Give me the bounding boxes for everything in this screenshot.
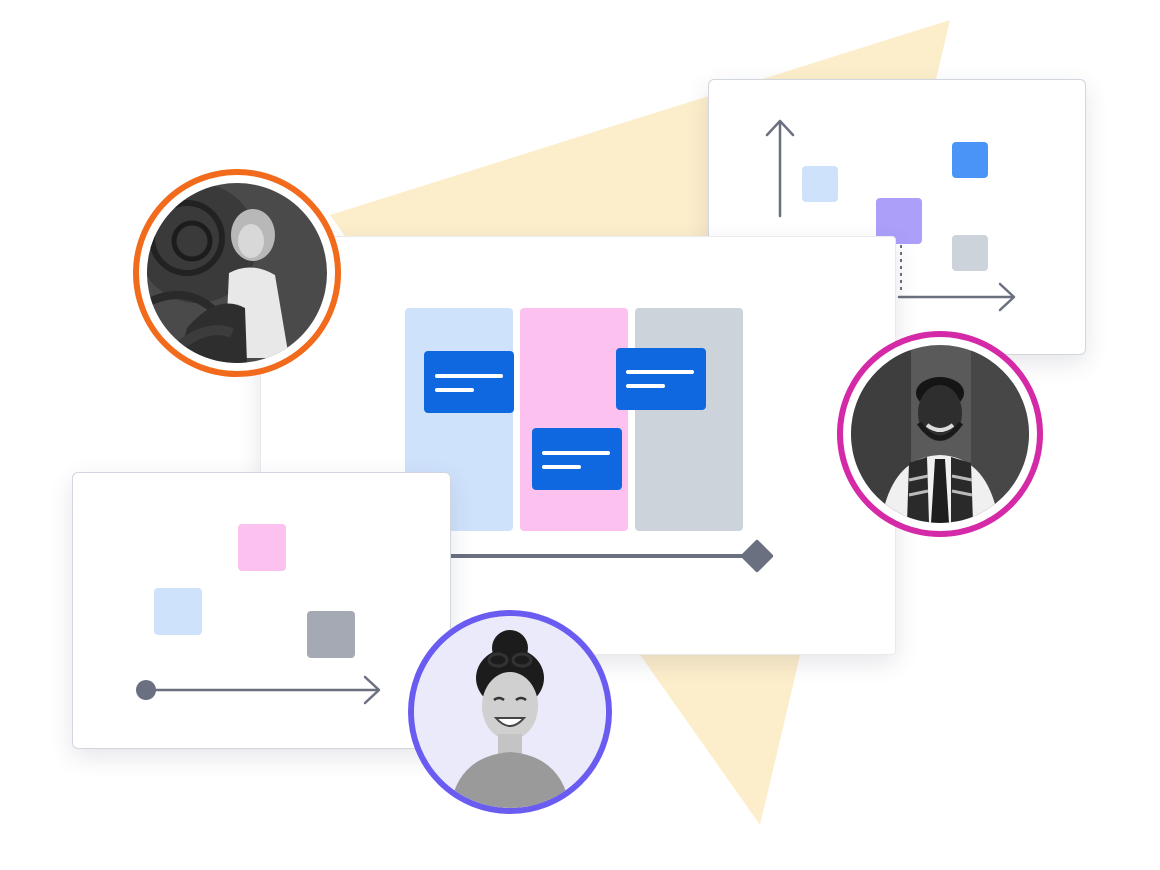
task-card	[616, 348, 706, 410]
x-axis-arrowhead	[998, 282, 1016, 312]
square-light-blue	[154, 588, 202, 635]
task-card	[424, 351, 514, 413]
square-purple	[876, 198, 922, 244]
avatar-person-orange-ring	[133, 169, 341, 377]
square-dark-gray	[307, 611, 355, 658]
avatar-person-violet-ring	[408, 610, 612, 814]
square-blue	[952, 142, 988, 178]
kanban-column-gray	[635, 308, 743, 531]
square-light-blue	[802, 166, 838, 202]
user-photo-icon	[414, 616, 606, 808]
scatter-plot-graphic	[765, 119, 1016, 312]
roadmap-card	[72, 472, 451, 749]
user-photo-icon	[147, 183, 327, 363]
square-pink	[238, 524, 286, 571]
roadmap-graphic	[136, 524, 381, 705]
task-card	[532, 428, 622, 490]
user-photo-icon	[851, 345, 1029, 523]
timeline-diamond-marker	[740, 539, 774, 573]
square-gray	[952, 235, 988, 271]
timeline-arrowhead	[363, 675, 381, 705]
kanban-board-graphic	[405, 308, 774, 573]
avatar-person-magenta-ring	[837, 331, 1043, 537]
kanban-column-pink	[520, 308, 628, 531]
y-axis-arrowhead	[765, 119, 795, 137]
